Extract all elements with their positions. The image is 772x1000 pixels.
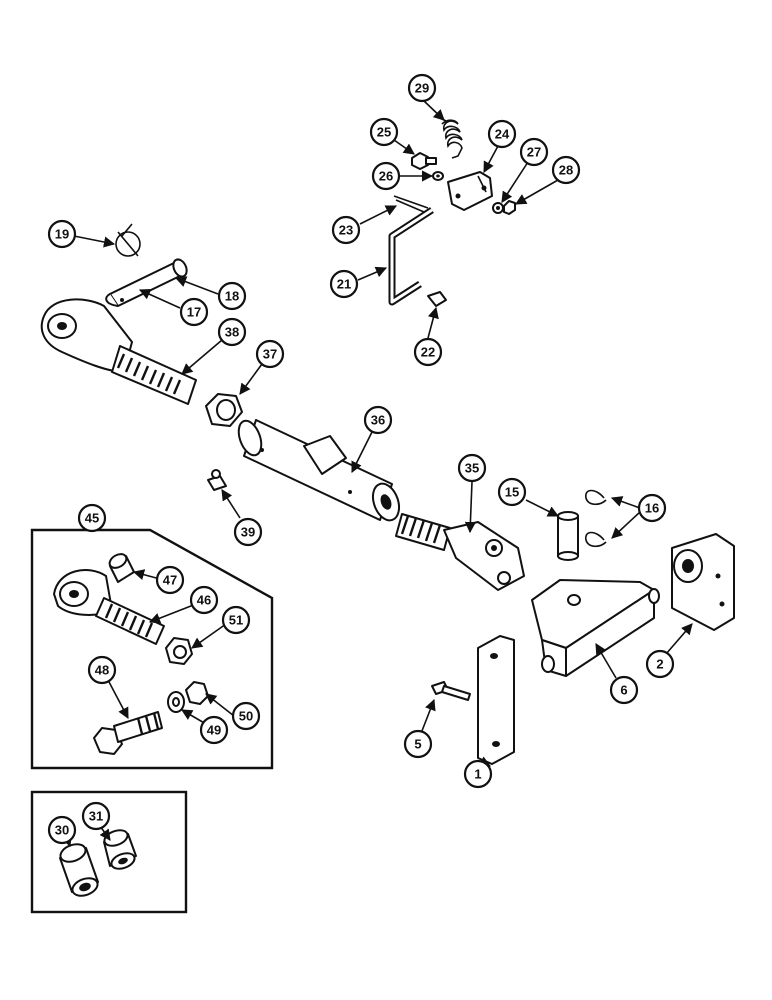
grease-fitting-39 [207,469,227,491]
svg-text:45: 45 [85,511,99,526]
bracket-24 [447,171,493,211]
rod-21 [388,207,434,306]
svg-text:46: 46 [197,593,211,608]
ball-end-38 [40,298,197,405]
svg-text:29: 29 [415,81,429,96]
callout-18: 18 [217,281,247,311]
bolt-5 [431,681,471,701]
callout-50: 50 [231,701,261,731]
sleeve-36 [237,419,401,522]
svg-text:38: 38 [225,325,239,340]
svg-text:35: 35 [465,461,479,476]
callout-49: 49 [199,715,229,745]
svg-text:19: 19 [55,227,69,242]
svg-text:27: 27 [527,145,541,160]
svg-text:17: 17 [187,305,201,320]
svg-text:39: 39 [241,525,255,540]
callout-36: 36 [363,405,393,435]
svg-text:31: 31 [89,809,103,824]
callout-25: 25 [369,117,399,147]
callout-19: 19 [47,219,77,249]
bolt-25 [411,152,437,170]
svg-text:15: 15 [505,485,519,500]
svg-text:51: 51 [229,613,243,628]
callout-29: 29 [407,73,437,103]
nut-50 [185,681,209,705]
callout-6: 6 [609,675,639,705]
svg-text:18: 18 [225,289,239,304]
inset-box-45 [30,528,274,770]
bushing-31 [103,829,137,870]
svg-text:36: 36 [371,413,385,428]
callout-37: 37 [255,339,285,369]
callout-26: 26 [371,161,401,191]
callout-47: 47 [155,565,185,595]
svg-text:48: 48 [95,663,109,678]
washer-26 [432,171,444,181]
callout-2: 2 [645,649,675,679]
bushing-30 [59,843,99,897]
callout-45: 45 [77,503,107,533]
svg-text:1: 1 [474,767,481,782]
callout-46: 46 [189,585,219,615]
bolt-48 [93,711,163,755]
leader-lines [61,100,693,848]
nut-51 [165,637,193,665]
callout-15: 15 [497,477,527,507]
callout-1: 1 [463,759,493,789]
spring-29 [439,117,463,159]
svg-text:30: 30 [55,823,69,838]
svg-text:26: 26 [379,169,393,184]
svg-text:28: 28 [559,163,573,178]
callout-48: 48 [87,655,117,685]
pin-17-18 [105,258,188,307]
pin-23 [393,195,429,213]
callout-35: 35 [457,453,487,483]
arm-6 [531,579,660,677]
callout-30: 30 [47,815,77,845]
washer-49 [167,691,185,713]
svg-text:47: 47 [163,573,177,588]
svg-text:2: 2 [656,657,663,672]
svg-text:5: 5 [414,737,421,752]
nut-37 [205,393,243,427]
lynch-pin-19 [115,223,141,257]
clevis-35 [395,513,525,591]
svg-text:49: 49 [207,723,221,738]
svg-text:6: 6 [620,683,627,698]
svg-text:22: 22 [421,345,435,360]
pin-15 [557,511,579,561]
link-plate-1 [477,635,515,765]
inset-box-bushings [30,790,188,914]
callout-51: 51 [221,605,251,635]
callout-16: 16 [637,493,667,523]
callout-23: 23 [331,215,361,245]
bracket-2 [671,533,735,631]
callout-22: 22 [413,337,443,367]
svg-text:37: 37 [263,347,277,362]
callout-31: 31 [81,801,111,831]
callout-24: 24 [487,119,517,149]
callout-39: 39 [233,517,263,547]
callout-5: 5 [403,729,433,759]
callout-28: 28 [551,155,581,185]
washer-27 [492,202,504,214]
callout-17: 17 [179,297,209,327]
svg-text:16: 16 [645,501,659,516]
callout-38: 38 [217,317,247,347]
callout-21: 21 [329,269,359,299]
clip-16 [585,489,607,548]
svg-text:24: 24 [495,127,510,142]
clip-22 [427,291,447,307]
ball-end-46 [53,569,165,645]
svg-text:25: 25 [377,125,391,140]
svg-text:21: 21 [337,277,351,292]
nut-28 [503,200,516,215]
svg-text:50: 50 [239,709,253,724]
callout-27: 27 [519,137,549,167]
bushing-47 [108,553,135,583]
svg-text:23: 23 [339,223,353,238]
